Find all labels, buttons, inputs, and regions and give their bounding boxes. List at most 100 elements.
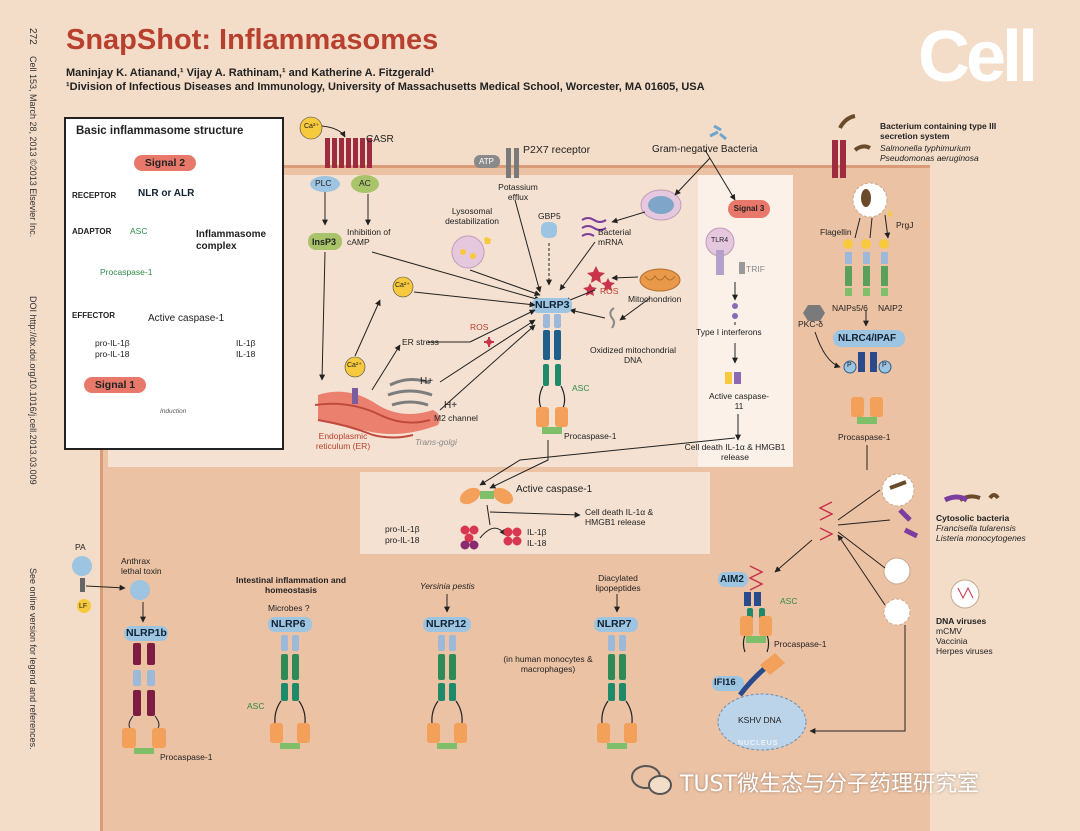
naips-label: NAIPs5/6: [832, 303, 868, 313]
page-title: SnapShot: Inflammasomes: [66, 24, 439, 56]
bacterial-mrna-label: Bacterial mRNA: [598, 227, 632, 247]
p2x7-label: P2X7 receptor: [523, 144, 591, 156]
salmonella-label: Salmonella typhimurium: [880, 143, 971, 153]
gbp5-label: GBP5: [538, 211, 561, 221]
nlrp3-label: NLRP3: [535, 299, 570, 311]
adaptor-label: ADAPTOR: [72, 227, 112, 236]
t3ss-bacterium-title: Bacterium containing type III secretion …: [880, 121, 997, 141]
aim2-asc-label: ASC: [780, 596, 798, 606]
h-plus-1: H+: [420, 376, 434, 387]
center-pro-il18: pro-IL-18: [385, 535, 420, 545]
mcmv-label: mCMV: [936, 626, 962, 636]
receptor-label: RECEPTOR: [72, 191, 117, 200]
inflammasome-complex-label: Inflammasome complex: [196, 229, 267, 252]
watermark-text: TUST微生态与分子药理研究室: [680, 772, 979, 797]
nlrp1b-label: NLRP1b: [126, 627, 167, 639]
oxidized-mtdna-label: Oxidized mitochondrial DNA: [590, 345, 676, 365]
cell-logo: Cell: [918, 17, 1038, 97]
aim2-label: AIM2: [720, 574, 744, 585]
effector-label: EFFECTOR: [72, 311, 115, 320]
bottom-row-graphics: [72, 556, 638, 754]
basic-nucleus-label: NUCLEUS: [153, 421, 196, 430]
human-monocytes-label: (in human monocytes & macrophages): [503, 654, 593, 674]
signal3-panel: [698, 175, 793, 467]
caspase11-death-label: Cell death IL-1α & HMGB1 release: [684, 442, 786, 462]
aim2-nucleus-label: NUCLEUS: [738, 740, 779, 747]
signal2-pill: Signal 2: [134, 155, 196, 171]
atp-label: ATP: [479, 157, 494, 166]
effector-graphics: [459, 487, 581, 550]
basic-asc-label: ASC: [130, 226, 148, 236]
basic-procaspase-label: Procaspase-1: [100, 267, 153, 277]
plc-label: PLC: [315, 178, 332, 188]
authors: Maninjay K. Atianand,¹ Vijay A. Rathinam…: [66, 67, 435, 79]
basic-pro-il1b: pro-IL-1β: [95, 338, 130, 348]
inhibition-camp-label: Inhibition of cAMP: [347, 227, 391, 247]
center-il18: IL-18: [527, 538, 547, 548]
m2-channel-label: M2 channel: [434, 413, 478, 423]
nlrc4-label: NLRC4/IPAF: [838, 333, 897, 344]
ca-ion-2: Ca²⁺: [395, 282, 410, 289]
nucleus-induction-label: Induction: [160, 408, 187, 415]
nlrp6-asc-label: ASC: [247, 701, 265, 711]
trif-label: TRIF: [746, 264, 765, 274]
dna-viruses-title: DNA viruses: [936, 616, 987, 626]
nlrp3-procaspase-label: Procaspase-1: [564, 431, 617, 441]
nlrp1b-procaspase-label: Procaspase-1: [160, 752, 213, 762]
insp3-label: InsP3: [312, 237, 337, 247]
ros-mito-label: ROS: [600, 286, 619, 296]
kshv-dna-label: KSHV DNA: [738, 715, 782, 725]
lf-label: LF: [79, 603, 88, 610]
naip2-label: NAIP2: [878, 303, 903, 313]
ca-ion-1: Ca²⁺: [304, 123, 319, 130]
anthrax-label: Anthrax lethal toxin: [121, 556, 162, 576]
type1-ifn-label: Type I interferons: [696, 327, 762, 337]
mitochondrion-label: Mitochondrion: [628, 294, 682, 304]
pkc-label: PKC-δ: [798, 319, 824, 329]
intestinal-label: Intestinal inflammation and homeostasis: [235, 575, 347, 595]
er-label: Endoplasmic reticulum (ER): [315, 431, 371, 451]
trans-golgi-label: Trans-golgi: [415, 437, 457, 447]
center-il1b: IL-1β: [527, 527, 547, 537]
basic-structure-box: Basic inflammasome structure: [64, 117, 284, 450]
ca-ion-3: Ca²⁺: [347, 362, 362, 369]
tlr4-label: TLR4: [711, 237, 729, 244]
lysosomal-label: Lysosomal destabilization: [445, 206, 499, 226]
basic-pro-il18: pro-IL-18: [95, 349, 130, 359]
casr-label: CASR: [366, 134, 394, 145]
active-caspase11-label: Active caspase-11: [709, 391, 769, 411]
pa-label: PA: [75, 542, 86, 552]
nlrp3-graphics: [299, 116, 727, 439]
pseudomonas-label: Pseudomonas aeruginosa: [880, 153, 979, 163]
nlrp6-label: NLRP6: [271, 618, 306, 630]
basic-il1b: IL-1β: [236, 338, 256, 348]
center-cell-death-label: Cell death IL-1α & HMGB1 release: [585, 507, 654, 527]
nlrp3-asc-label: ASC: [572, 383, 590, 393]
nlrp7-label: NLRP7: [597, 618, 632, 630]
diacylated-label: Diacylated lipopeptides: [595, 573, 641, 593]
nlrp12-label: NLRP12: [426, 618, 467, 630]
nlrp3-to-effector-arrow: [489, 440, 549, 489]
flagellin-label: Flagellin: [820, 227, 852, 237]
aim2-procaspase-label: Procaspase-1: [774, 639, 827, 649]
gram-negative-label: Gram-negative Bacteria: [652, 144, 758, 155]
cytosolic-bacteria-title: Cytosolic bacteria: [936, 513, 1010, 523]
signal3-graphics: [479, 149, 770, 486]
er-stress-label: ER stress: [402, 337, 439, 347]
wechat-icon: [631, 765, 672, 795]
phospho-label-1: P: [847, 362, 852, 369]
ros-er-label: ROS: [470, 322, 489, 332]
aim2-graphics: [712, 473, 1000, 751]
yersinia-label: Yersinia pestis: [420, 581, 475, 591]
nlrc4-graphics: [803, 114, 905, 424]
basic-active-caspase-label: Active caspase-1: [148, 313, 225, 324]
center-pro-il1b: pro-IL-1β: [385, 524, 420, 534]
prgj-label: PrgJ: [896, 220, 914, 230]
signal1-pill: Signal 1: [84, 377, 146, 393]
center-active-caspase-label: Active caspase-1: [516, 484, 593, 495]
signal3-pill: Signal 3: [733, 204, 765, 213]
vaccinia-label: Vaccinia: [936, 636, 968, 646]
herpes-label: Herpes viruses: [936, 646, 993, 656]
phospho-label-2: P: [882, 362, 887, 369]
h-plus-2: H+: [444, 400, 458, 411]
